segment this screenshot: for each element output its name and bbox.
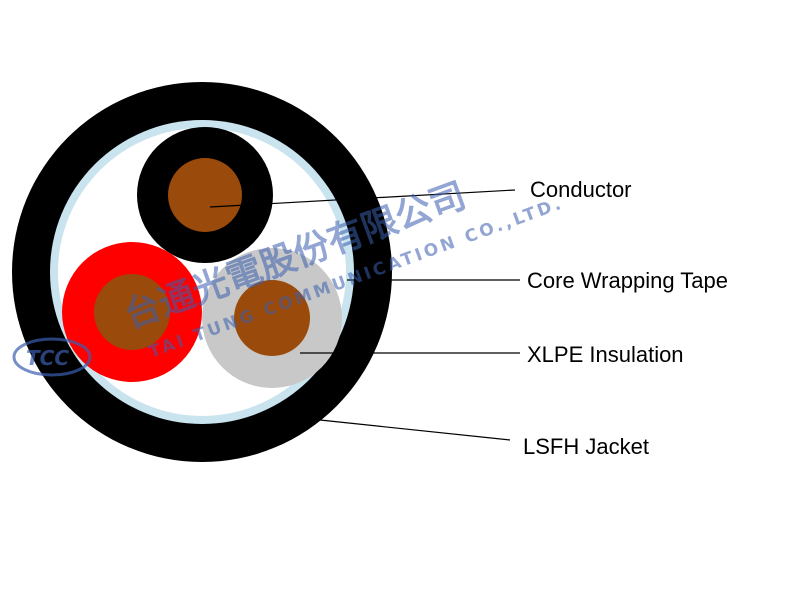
label-core-wrapping-tape: Core Wrapping Tape: [527, 268, 728, 293]
watermark-logo: TCC: [12, 337, 92, 377]
label-xlpe-insulation: XLPE Insulation: [527, 342, 684, 367]
conductor-black-core: [168, 158, 242, 232]
leader-line-lsfh-jacket: [319, 419, 511, 441]
leader-line-conductor: [209, 189, 516, 208]
conductor-grey-core: [234, 280, 310, 356]
label-lsfh-jacket: LSFH Jacket: [523, 434, 649, 459]
conductor-red-core: [94, 274, 170, 350]
label-conductor: Conductor: [530, 177, 632, 202]
watermark-logo-text: TCC: [26, 346, 69, 370]
watermark-logo-swoosh-icon: [12, 337, 92, 377]
